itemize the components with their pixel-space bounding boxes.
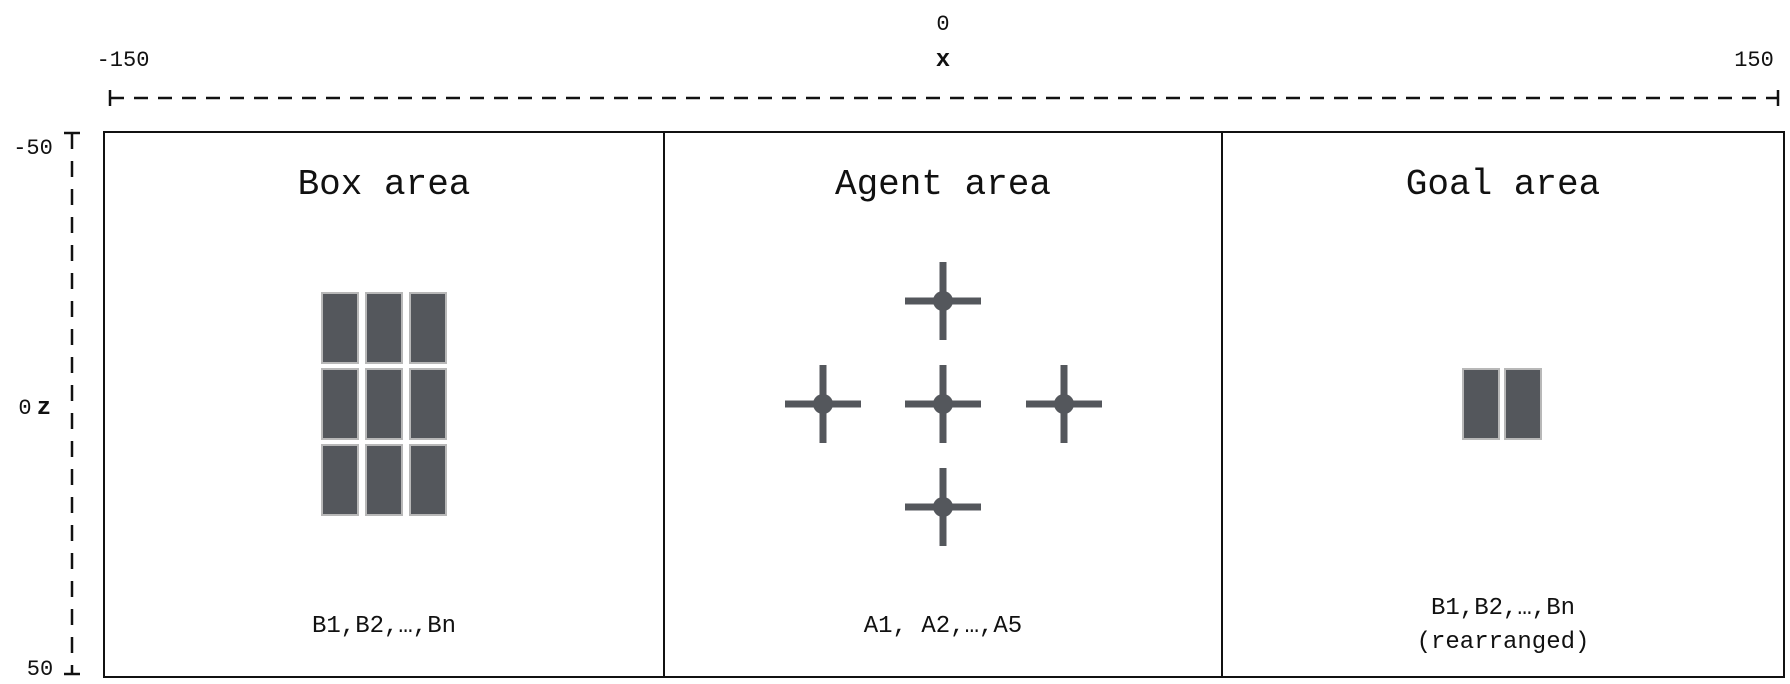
box-area-caption: B1,B2,…,Bn (312, 613, 456, 640)
z-axis-mid-label: 0 (18, 396, 31, 421)
x-axis: 0 -150 x 150 (97, 12, 1780, 106)
x-axis-max-label: 150 (1734, 48, 1774, 73)
box-2 (365, 292, 403, 364)
box-6 (409, 368, 447, 440)
box-7 (321, 444, 359, 516)
goal-area-caption-line-2: (rearranged) (1417, 629, 1590, 656)
agent-area-caption: A1, A2,…,A5 (864, 613, 1022, 640)
box-area-panel: Box area B1,B2,…,Bn (298, 164, 471, 640)
box-1 (321, 292, 359, 364)
agent-2 (785, 365, 861, 443)
agent-formation (785, 262, 1102, 546)
box-9 (409, 444, 447, 516)
agent-4 (1026, 365, 1102, 443)
goal-boxes (1462, 368, 1542, 440)
goal-area-caption-line-1: B1,B2,…,Bn (1431, 595, 1575, 622)
z-axis-max-label: 50 (27, 657, 53, 682)
x-axis-mid-label: 0 (936, 12, 949, 37)
agent-1 (905, 262, 981, 340)
panel-frame (103, 131, 1785, 678)
box-5 (365, 368, 403, 440)
agent-area-title: Agent area (835, 164, 1051, 205)
z-axis-label: z (37, 395, 51, 422)
panel-border (103, 131, 1785, 678)
goal-area-title: Goal area (1406, 164, 1600, 205)
box-8 (365, 444, 403, 516)
goal-box-1 (1462, 368, 1500, 440)
agent-area-panel: Agent area A1, A2,…,A5 (785, 164, 1102, 640)
agent-3 (905, 365, 981, 443)
box-4 (321, 368, 359, 440)
z-axis-min-label: -50 (13, 136, 53, 161)
goal-area-panel: Goal area B1,B2,…,Bn (rearranged) (1406, 164, 1600, 656)
x-axis-min-label: -150 (97, 48, 150, 73)
agent-5 (905, 468, 981, 546)
goal-box-2 (1504, 368, 1542, 440)
box-3 (409, 292, 447, 364)
box-area-title: Box area (298, 164, 471, 205)
box-grid (321, 292, 447, 516)
z-axis: -50 0 z 50 (13, 131, 80, 682)
x-axis-label: x (936, 47, 950, 74)
